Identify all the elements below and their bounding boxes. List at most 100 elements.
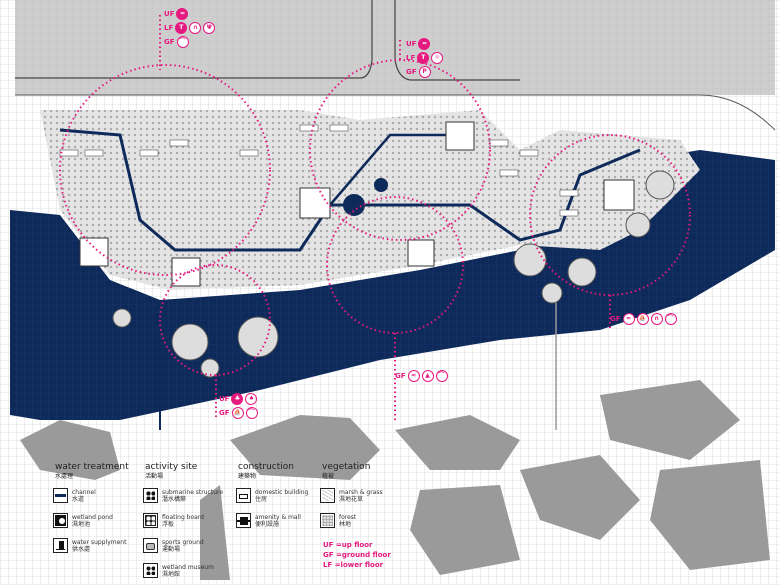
floor-abbr: UF [219,395,230,403]
domestic-buildings [59,124,579,217]
legend-item-zh: 浮板 [162,520,175,528]
domestic-building-icon [236,488,251,503]
submarine-structure-icon [143,488,158,503]
legend-item-label: amenity & mall [255,513,301,521]
road [15,0,520,81]
floor-key-abbr: UF [323,541,334,549]
legend-item-zh: 住房 [255,495,268,503]
museum-icon: ▲ [421,370,434,382]
legend-item-zh: 濕地花草 [339,495,364,503]
marsh-grass-icon [320,488,335,503]
legend-item-zh: 潛水構築 [162,495,187,503]
road [15,94,776,131]
floor-key-text: =up floor [335,541,373,549]
legend-heading-zh: 水處理 [55,473,74,480]
water-supply-icon [53,538,68,553]
fishing-icon: ⌒ [435,370,448,382]
swimming-icon: ≈ [418,38,431,50]
legend-item-label: domestic building [255,488,309,496]
wetland-museum-icon [143,563,158,578]
floor-abbr: UF [164,10,175,18]
legend-heading-zh: 建築物 [238,473,257,480]
submarine-structures [79,121,635,287]
fishing-icon: ⌒ [245,407,258,419]
legend-item-zh: 運動場 [162,545,181,553]
legend-item-zh: 濕地館 [162,570,181,578]
south-blocks [20,380,770,580]
boat-icon: ⛵ [231,407,244,419]
restaurant-icon: Ψ [203,22,216,34]
activity-radius-rings [59,15,691,420]
channel-icon [53,488,68,503]
swimming-icon: ≈ [622,313,635,325]
toilet-icon: T [175,22,188,34]
legend-heading-en: water treatment [55,462,129,472]
legend-item-label: channel [72,488,96,496]
swimming-icon: ≈ [407,370,420,382]
floor-abbr: GF [219,409,230,417]
floor-label-gf: GF⌒ [164,36,189,48]
legend-heading-zh: 活動場 [145,473,164,480]
floor-label-uf: UF≈ [164,8,189,20]
legend-item-label: wetland museum [162,563,214,571]
legend-heading-en: construction [238,462,294,472]
legend-item-zh: 林地 [339,520,352,528]
floor-abbr: LF [164,24,174,32]
floor-key-text: =lower floor [334,561,384,569]
legend-item-label: submarine structure [162,488,224,496]
floor-key: UF =up floor [323,541,372,550]
floor-label-gf: GF≈⛵∩⌒ [610,313,677,325]
legend-item-zh: 便利設施 [255,520,280,528]
floor-label-uf: UF♣♠ [219,393,258,405]
floor-abbr: LF [406,54,416,62]
legend-item-label: marsh & grass [339,488,383,496]
floor-label-uf: UF≈ [406,38,431,50]
tree-icon: ♠ [245,393,258,405]
amenity-mall-icon [236,513,251,528]
door-icon: ∩ [189,22,202,34]
floor-label-gf: GF⛵⌒ [219,407,258,419]
sports-ground-icon [143,538,158,553]
fishing-icon: ⌒ [176,36,189,48]
legend-item-label: floating board [162,513,204,521]
floor-label-gf: GF≈▲⌒ [395,370,448,382]
legend-heading-zh: 植被 [322,473,335,480]
wetland-pond-icon [53,513,68,528]
floor-abbr: GF [395,372,406,380]
legend-item-label: water supplyment [72,538,127,546]
legend-item-label: forest [339,513,357,521]
fishing-icon: ⌒ [664,313,677,325]
floor-abbr: GF [406,68,417,76]
forest-icon [320,513,335,528]
door-icon: ∩ [650,313,663,325]
central-pond [343,194,365,216]
playground-icon: ♣ [231,393,244,405]
floor-key: GF =ground floor [323,551,391,560]
legend-item-zh: 供水處 [72,545,91,553]
legend-heading-en: vegetation [322,462,371,472]
legend-heading-en: activity site [145,462,198,472]
floor-abbr: GF [164,38,175,46]
floor-key: LF =lower floor [323,561,383,570]
floor-key-text: =ground floor [335,551,391,559]
floating-boards [112,170,675,378]
floor-key-abbr: GF [323,551,334,559]
swimming-icon: ≈ [176,8,189,20]
